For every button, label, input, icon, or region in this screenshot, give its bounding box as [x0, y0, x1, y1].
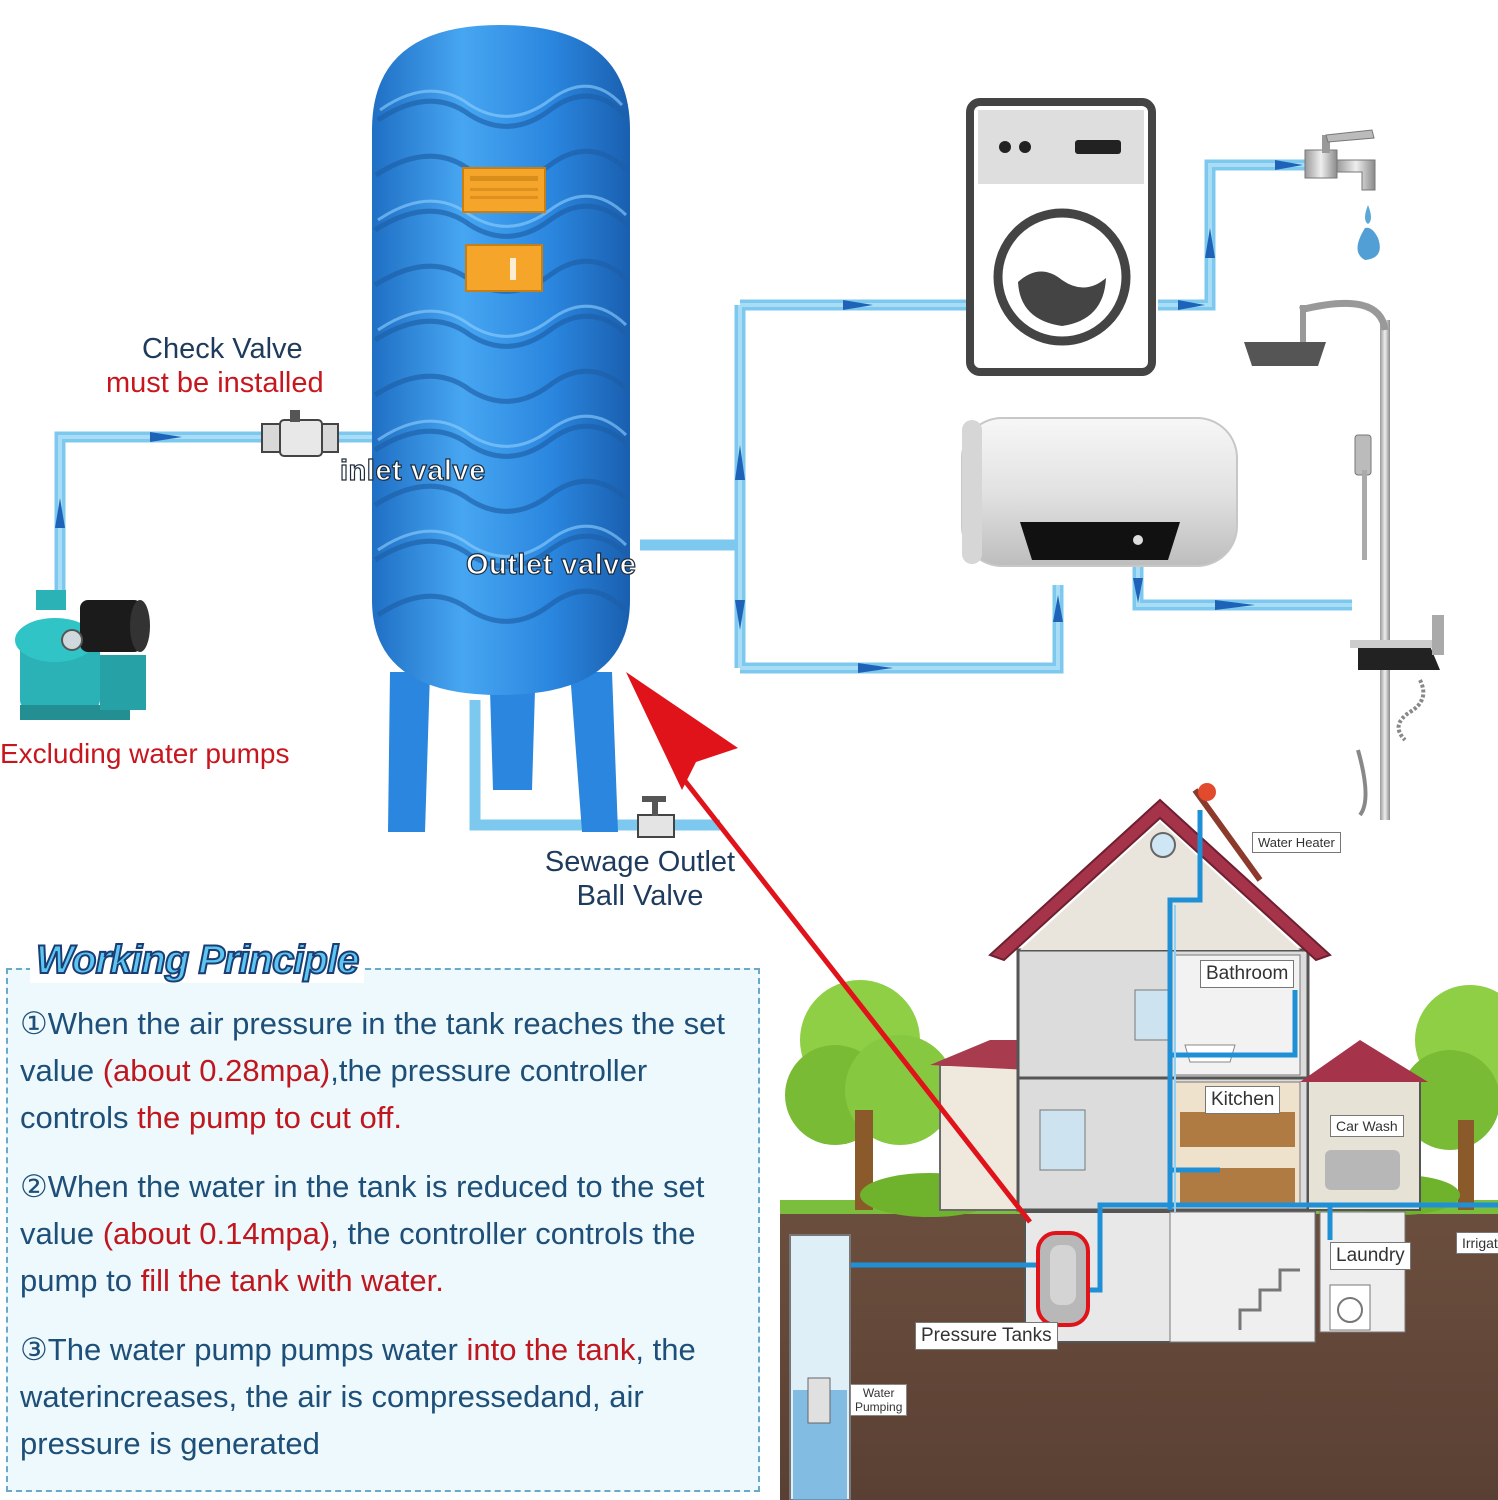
house-label-kitchen: Kitchen [1205, 1086, 1281, 1114]
excluding-pumps-label: Excluding water pumps [0, 738, 290, 769]
house-label-bathroom: Bathroom [1200, 960, 1295, 988]
check-valve-icon [261, 410, 339, 457]
flow-arrows [55, 160, 1303, 673]
p3-text-highlight-1: into the tank [466, 1332, 636, 1367]
sewage-valve-label-line2: Ball Valve [576, 880, 704, 912]
water-heater-icon [961, 417, 1238, 567]
outlet-valve-label: Outlet valve [465, 548, 637, 581]
check-valve-label: Check Valve [142, 333, 303, 365]
house-label-water-pumping: Water Pumping [850, 1384, 908, 1416]
sewage-valve-label-line1: Sewage Outlet [544, 846, 736, 878]
house-label-car-wash: Car Wash [1330, 1115, 1404, 1137]
pressure-tank [372, 25, 630, 832]
principle-paragraph-3: ③The water pump pumps water into the tan… [20, 1326, 720, 1467]
water-pumping-line2: Pumping [855, 1400, 903, 1414]
p1-text-highlight-1: (about 0.28mpa) [102, 1053, 331, 1088]
washing-machine-icon [966, 98, 1156, 376]
house-label-pressure-tanks: Pressure Tanks [915, 1322, 1058, 1350]
red-indicator-arrow [626, 672, 1032, 1224]
p1-text-a: ①When the air pressure in the tank reach… [20, 1006, 725, 1088]
p2-text-highlight-1: (about 0.14mpa) [102, 1216, 331, 1251]
p2-text-a: ②When the water in the tank is reduced t… [20, 1169, 705, 1251]
principle-paragraph-1: ①When the air pressure in the tank reach… [20, 1000, 760, 1141]
shower-icon [1244, 299, 1444, 820]
p2-text-highlight-2: fill the tank with water. [140, 1263, 444, 1298]
house-illustration [780, 783, 1498, 1500]
water-pump-icon [15, 590, 150, 720]
p3-text-a: ③The water pump pumps water [20, 1332, 467, 1367]
inlet-valve-label: inlet valve [339, 454, 486, 487]
working-principle-box [6, 968, 760, 1492]
house-label-laundry: Laundry [1330, 1242, 1411, 1270]
house-label-irrigation: Irrigat [1456, 1232, 1498, 1254]
p1-text-c: ,the pressure controller controls [20, 1053, 648, 1135]
principle-paragraph-2: ②When the water in the tank is reduced t… [20, 1163, 760, 1304]
ball-valve-icon [637, 796, 675, 838]
p1-text-highlight-2: the pump to cut off. [137, 1100, 402, 1135]
house-label-water-heater: Water Heater [1252, 832, 1341, 853]
faucet-icon [1304, 129, 1380, 260]
check-valve-warning: must be installed [106, 367, 324, 399]
working-principle-title: Working Principle [30, 937, 365, 983]
water-pumping-line1: Water [862, 1386, 895, 1400]
p3-text-c: , the waterincreases, the air is compres… [20, 1332, 696, 1461]
p2-text-c: , the controller controls the pump to [20, 1216, 696, 1298]
